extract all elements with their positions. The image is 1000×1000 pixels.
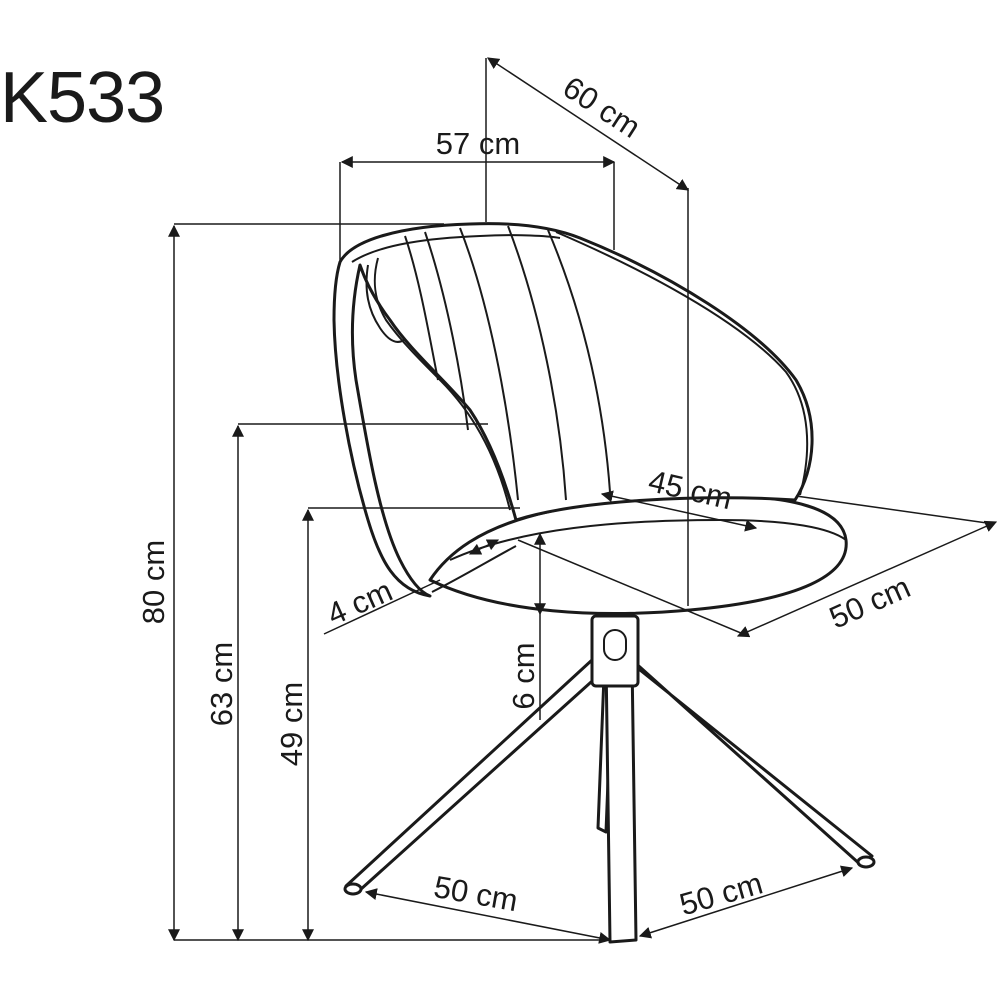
rim-thickness-dimension-line bbox=[468, 539, 500, 555]
chair-seat bbox=[428, 494, 848, 615]
label-seat-depth: 50 cm bbox=[824, 569, 915, 635]
seat-width-dimension-line bbox=[600, 490, 758, 532]
chair-outline bbox=[332, 222, 876, 944]
label-armrest-height: 63 cm bbox=[204, 642, 239, 726]
chair-base bbox=[343, 614, 876, 944]
label-base-left: 50 cm bbox=[431, 869, 520, 918]
label-seat-thickness: 6 cm bbox=[506, 642, 541, 709]
chair-backrest bbox=[332, 222, 814, 598]
model-name: K533 bbox=[0, 58, 165, 138]
base-left-dimension-line bbox=[364, 888, 612, 944]
seat-depth-dimension-line bbox=[736, 520, 998, 638]
base-right-dimension-line bbox=[638, 865, 854, 939]
label-rim-thickness: 4 cm bbox=[322, 573, 398, 632]
label-total-height: 80 cm bbox=[136, 540, 171, 624]
label-seat-height: 49 cm bbox=[274, 682, 309, 766]
label-width: 57 cm bbox=[436, 126, 520, 161]
depth-dimension-line bbox=[486, 57, 690, 191]
label-base-right: 50 cm bbox=[676, 865, 767, 922]
